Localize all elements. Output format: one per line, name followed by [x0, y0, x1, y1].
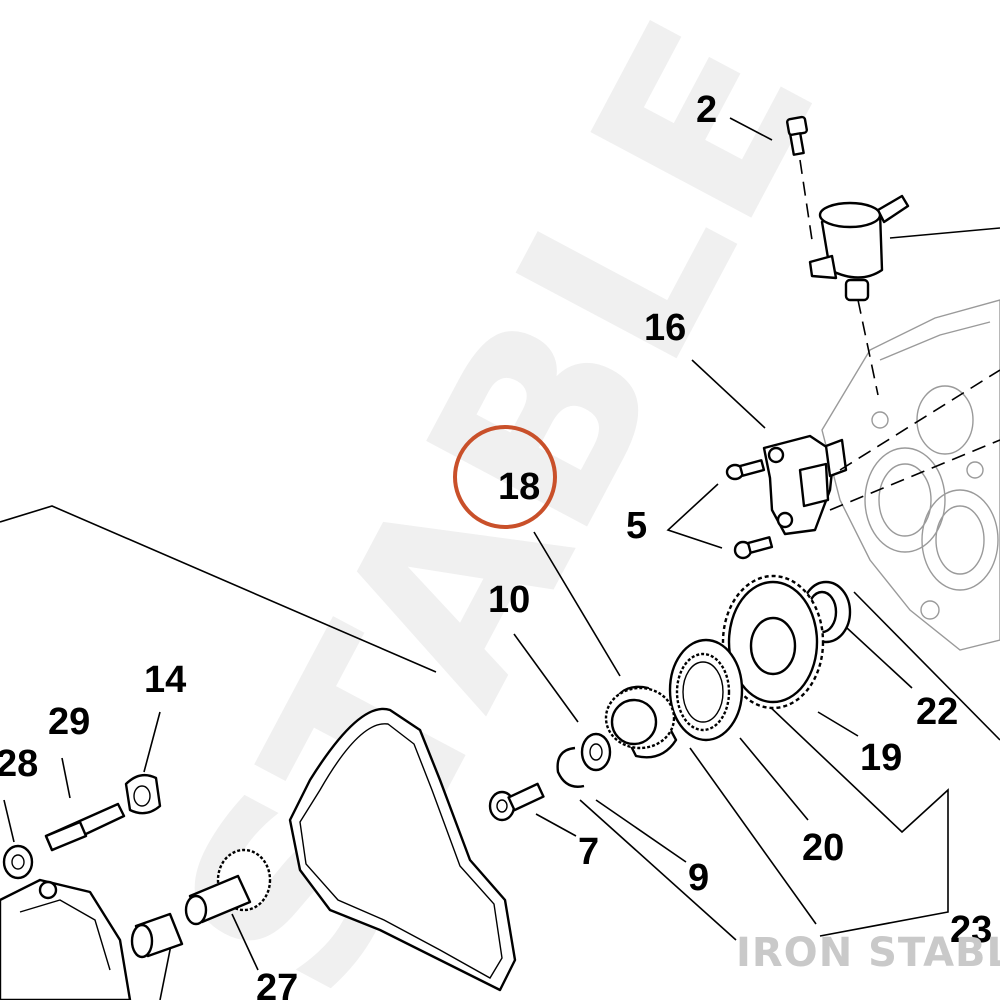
one-way-clutch-18: [604, 685, 678, 759]
shift-sensor: [808, 194, 910, 302]
sprag-ring-20: [668, 638, 744, 742]
gear-14: [124, 773, 162, 815]
callout-20: 20: [802, 827, 844, 869]
washer-10: [580, 732, 612, 772]
callout-16: 16: [644, 307, 686, 349]
circlip-9: [556, 746, 585, 788]
left-housing: [0, 878, 132, 1000]
crankcase-housing: [821, 299, 1000, 651]
leader-lines: [0, 117, 1000, 1000]
callout-28: 28: [0, 743, 38, 785]
bolt-7: [488, 782, 545, 822]
callout-22: 22: [916, 691, 958, 733]
callout-14: 14: [144, 659, 186, 701]
bracket-16: [762, 434, 848, 536]
callout-19: 19: [860, 737, 902, 779]
callout-23: 23: [950, 909, 992, 951]
gear-19: [721, 574, 825, 710]
axis-line-16b: [829, 439, 1000, 511]
screw-5b: [733, 536, 774, 560]
bearing-27: [130, 912, 184, 959]
axis-line-2: [799, 159, 813, 241]
cover-gasket-inner: [299, 723, 503, 979]
seal-28: [2, 844, 34, 880]
cover-gasket: [288, 707, 517, 992]
callout-29: 29: [48, 701, 90, 743]
washer-10-hole: [589, 743, 603, 761]
callout-10: 10: [488, 579, 530, 621]
callout-7: 7: [578, 831, 599, 873]
iron-stable-watermark: IRON STABLE: [736, 930, 1000, 976]
highlight-circle: [453, 425, 557, 529]
bolt-2: [786, 115, 808, 156]
callout-18: 18: [498, 466, 540, 508]
callout-5: 5: [626, 505, 647, 547]
screw-5a: [725, 459, 766, 481]
axis-line-sensor: [857, 299, 879, 396]
callout-9: 9: [688, 857, 709, 899]
axis-line-16: [839, 369, 1000, 471]
callout-27: 27: [256, 967, 298, 1000]
gear-shaft-27: [184, 848, 272, 926]
callout-2: 2: [696, 89, 717, 131]
shaft-29: [44, 802, 126, 852]
